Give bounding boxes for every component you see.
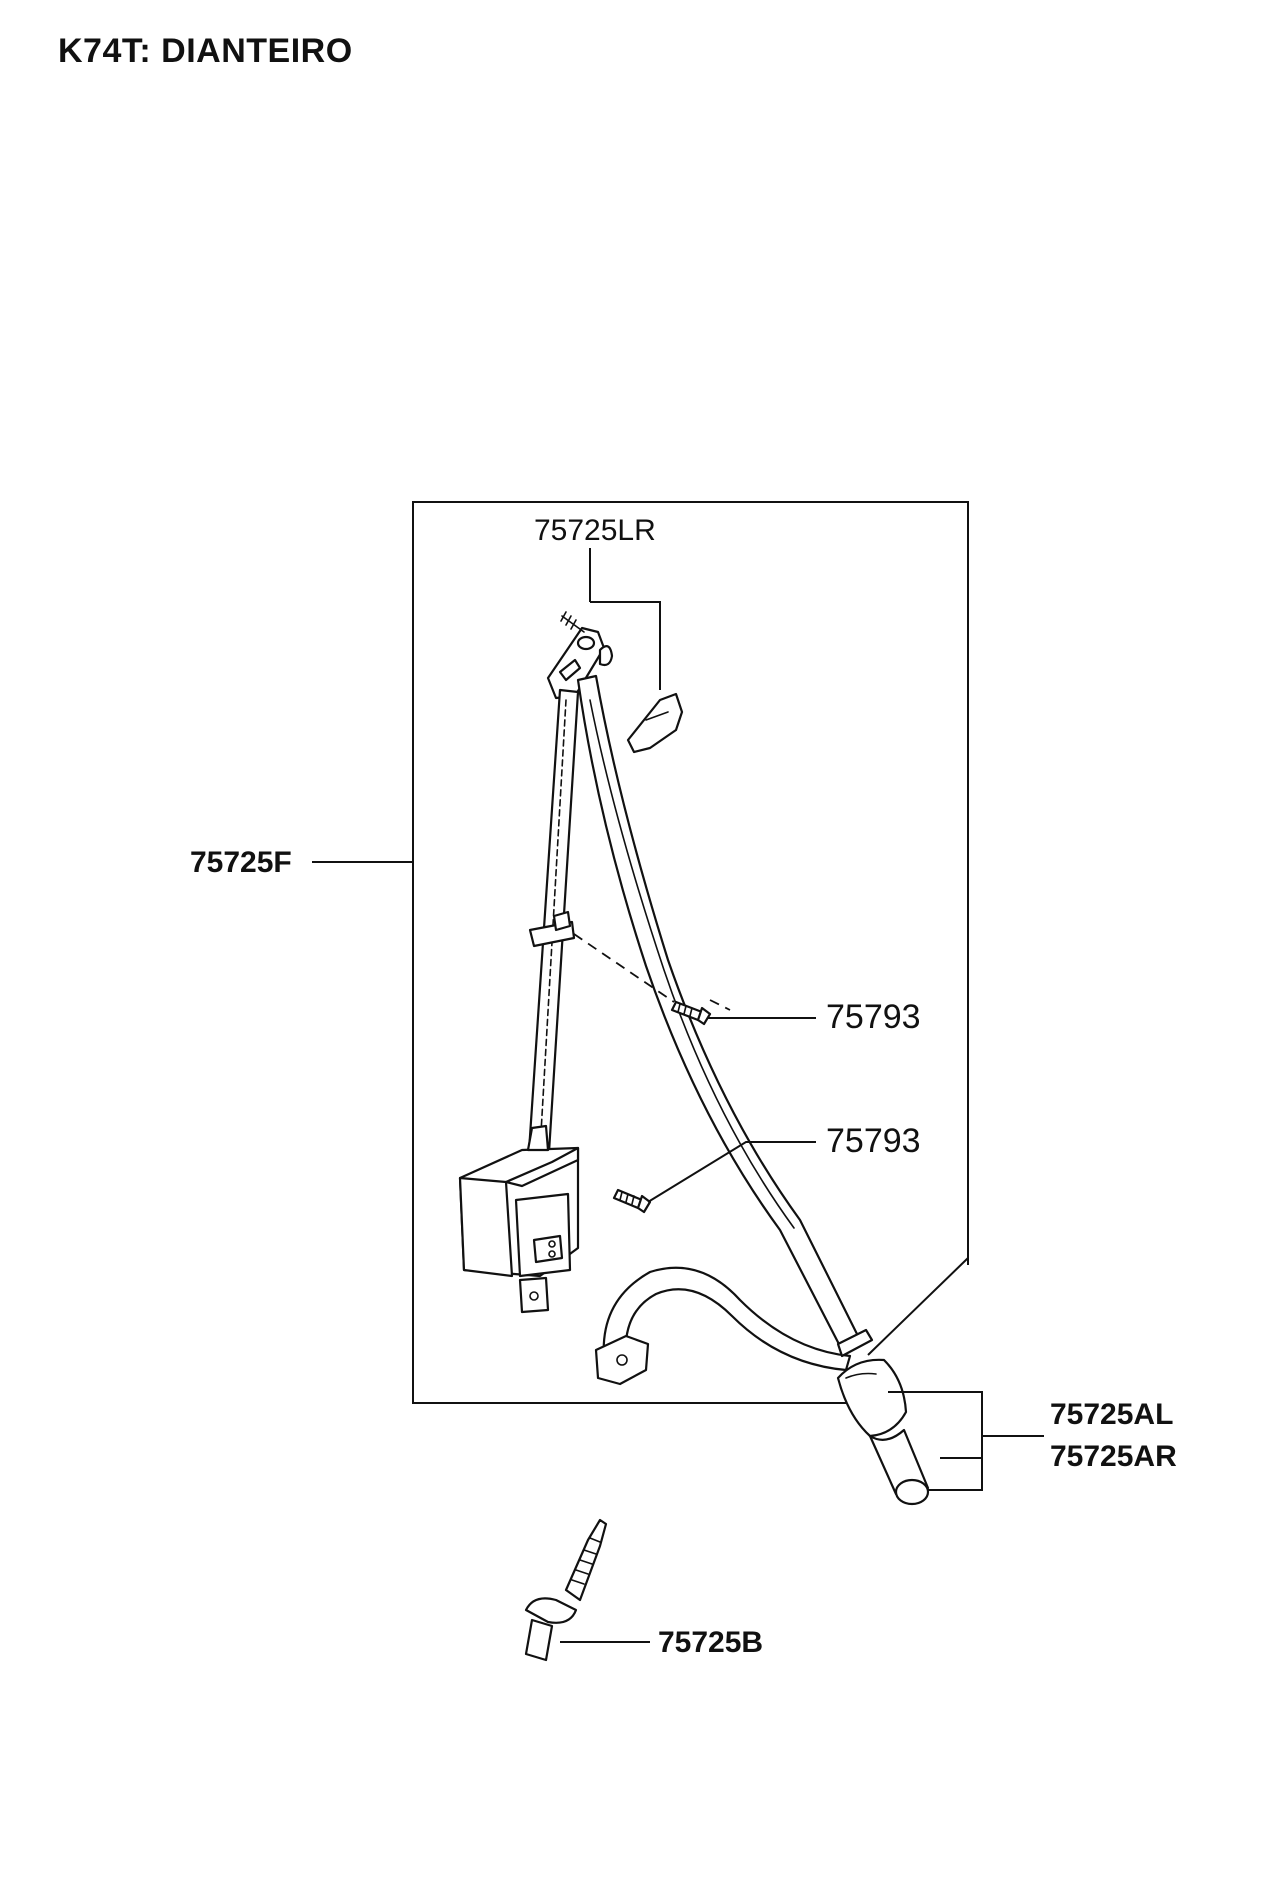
label-75725B: 75725B (658, 1626, 763, 1659)
anchor-screw-icon (560, 611, 585, 633)
screw-upper-icon (670, 1000, 712, 1026)
label-75793-lower: 75793 (826, 1122, 921, 1160)
leader-75793-lower (647, 1141, 816, 1203)
belt-webbing-diagonal (576, 674, 862, 1352)
leader-75725LR-bracket (590, 601, 661, 690)
label-75793-upper: 75793 (826, 998, 921, 1036)
assembly-boundary (412, 501, 969, 1404)
label-75725LR: 75725LR (534, 514, 656, 547)
anchor-cover (626, 692, 684, 754)
upper-anchor-d-ring (546, 626, 614, 700)
label-75725F: 75725F (190, 846, 292, 879)
floor-anchor-strap (594, 1266, 852, 1386)
clip-screw-dashline (573, 933, 675, 1003)
leader-75725A-bracket (888, 1391, 983, 1491)
anchor-bolt-icon (524, 1518, 608, 1662)
retractor-unit (458, 1124, 580, 1314)
belt-guide-clip (528, 910, 576, 948)
label-75725AL: 75725AL (1050, 1398, 1173, 1431)
label-75725AR: 75725AR (1050, 1440, 1177, 1473)
diagram-title: K74T: DIANTEIRO (58, 32, 353, 70)
screw-belt-dashline (709, 999, 731, 1011)
screw-lower-icon (612, 1188, 652, 1214)
buckle-assembly (836, 1328, 930, 1506)
assembly-boundary-diagonal (867, 1257, 969, 1356)
